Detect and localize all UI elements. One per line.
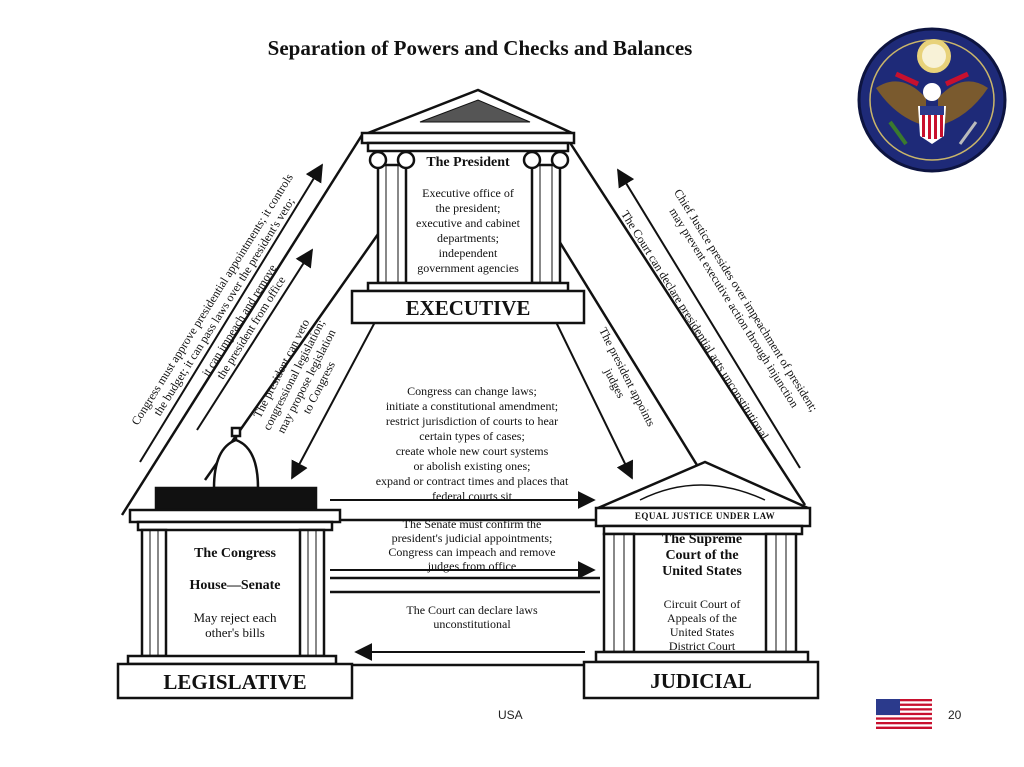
seal-icon	[857, 27, 1007, 173]
us-flag-icon	[876, 699, 932, 729]
legislative-building	[116, 426, 354, 700]
executive-building	[350, 88, 586, 325]
page-number: 20	[948, 708, 962, 722]
judicial-label: JUDICIAL	[650, 669, 752, 693]
legislative-subheading: House—Senate	[189, 578, 281, 593]
executive-heading: The President	[426, 155, 510, 170]
leg-to-jud-checks-text: Congress can change laws;initiate a cons…	[375, 384, 569, 503]
executive-label: EXECUTIVE	[405, 296, 531, 320]
legislative-label: LEGISLATIVE	[163, 670, 307, 694]
judicial-motto: EQUAL JUSTICE UNDER LAW	[634, 511, 776, 521]
slide-title: Separation of Powers and Checks and Bala…	[267, 36, 693, 60]
footer-center-text: USA	[498, 708, 523, 722]
judicial-building	[582, 460, 820, 700]
legislative-heading: The Congress	[194, 546, 276, 561]
